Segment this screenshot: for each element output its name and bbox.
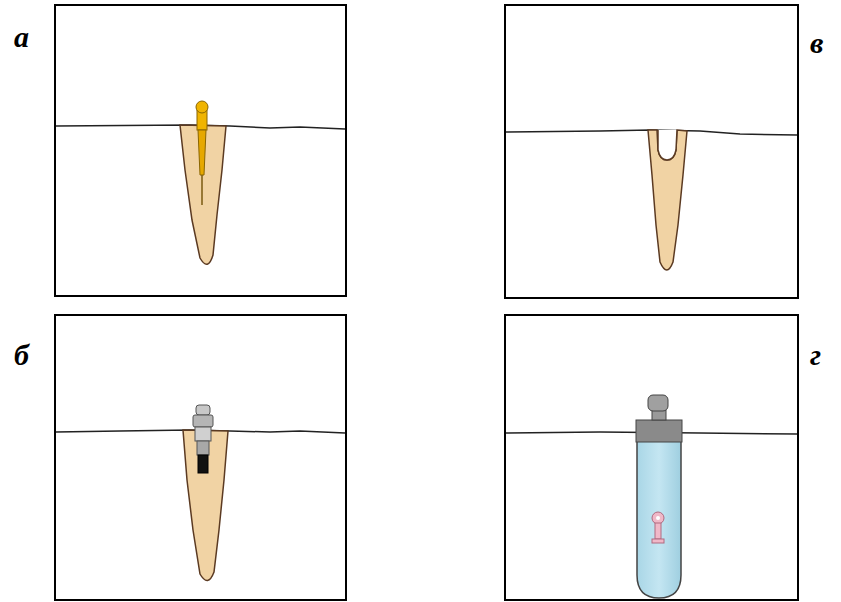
panel-b — [55, 315, 346, 600]
pink-key — [652, 512, 664, 543]
panel-g — [505, 315, 798, 600]
panel-letter: г — [810, 340, 821, 370]
panel-letter: б — [14, 340, 29, 370]
panel-a — [55, 5, 346, 296]
panel-letter: в — [810, 28, 823, 58]
panel-v — [505, 5, 798, 298]
panel-letter: а — [14, 22, 29, 52]
